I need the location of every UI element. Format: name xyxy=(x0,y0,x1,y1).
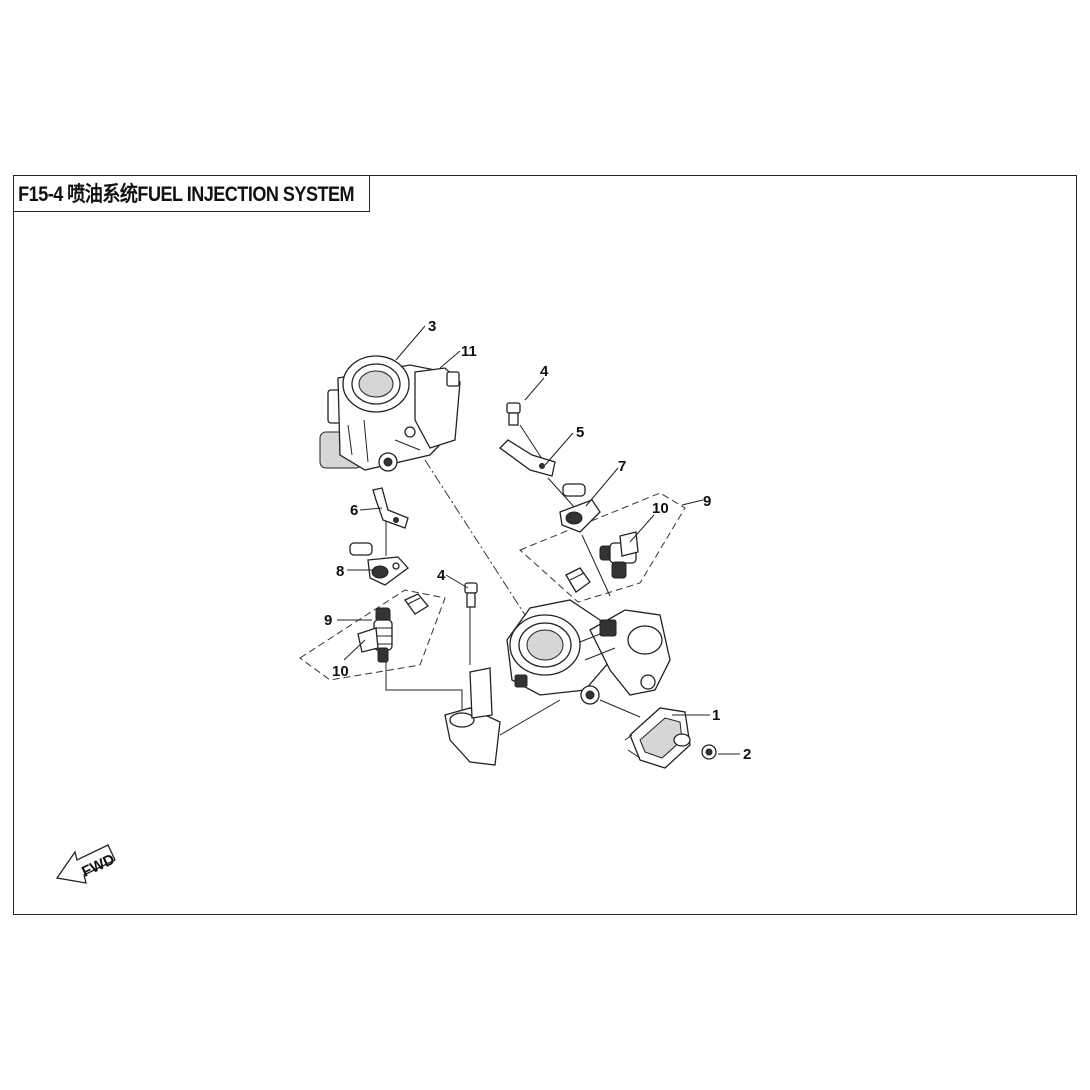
injector-holder-right xyxy=(559,483,601,533)
callout-6: 6 xyxy=(350,502,358,519)
callout-7: 7 xyxy=(618,458,626,475)
callout-10-right: 10 xyxy=(652,500,669,517)
bolt-sensor xyxy=(701,744,717,760)
bracket-top xyxy=(499,439,556,477)
fuel-injector-left xyxy=(357,593,429,663)
callout-4-top: 4 xyxy=(540,363,549,380)
callout-11: 11 xyxy=(461,343,477,360)
injector-group-outline-right xyxy=(519,492,686,603)
leader-lines xyxy=(337,325,740,755)
bolt-top xyxy=(506,402,521,426)
assembly-lines xyxy=(385,424,641,736)
callout-9-left: 9 xyxy=(324,612,332,629)
callout-2: 2 xyxy=(743,746,751,763)
drawing-frame xyxy=(13,175,1077,915)
callout-3: 3 xyxy=(428,318,436,335)
callouts: 3 11 4 5 7 9 10 6 8 4 9 10 1 2 xyxy=(324,318,751,763)
bolt-left xyxy=(464,582,478,608)
fwd-arrow: FWD xyxy=(55,844,117,884)
callout-10-left: 10 xyxy=(332,663,349,680)
injector-holder-left xyxy=(349,542,409,586)
fuel-injector-right xyxy=(565,531,639,593)
callout-1: 1 xyxy=(712,707,720,724)
throttle-body xyxy=(319,355,461,472)
callout-9-right: 9 xyxy=(703,493,711,510)
callout-4-left: 4 xyxy=(437,567,446,584)
injector-group-outline-left xyxy=(299,589,446,681)
page-title: F15-4 喷油系统FUEL INJECTION SYSTEM xyxy=(18,183,355,206)
callout-5: 5 xyxy=(576,424,584,441)
bracket-left xyxy=(372,487,409,529)
map-sensor xyxy=(624,707,691,769)
callout-8: 8 xyxy=(336,563,344,580)
intake-manifold xyxy=(444,599,671,766)
title-box: F15-4 喷油系统FUEL INJECTION SYSTEM xyxy=(13,175,370,212)
